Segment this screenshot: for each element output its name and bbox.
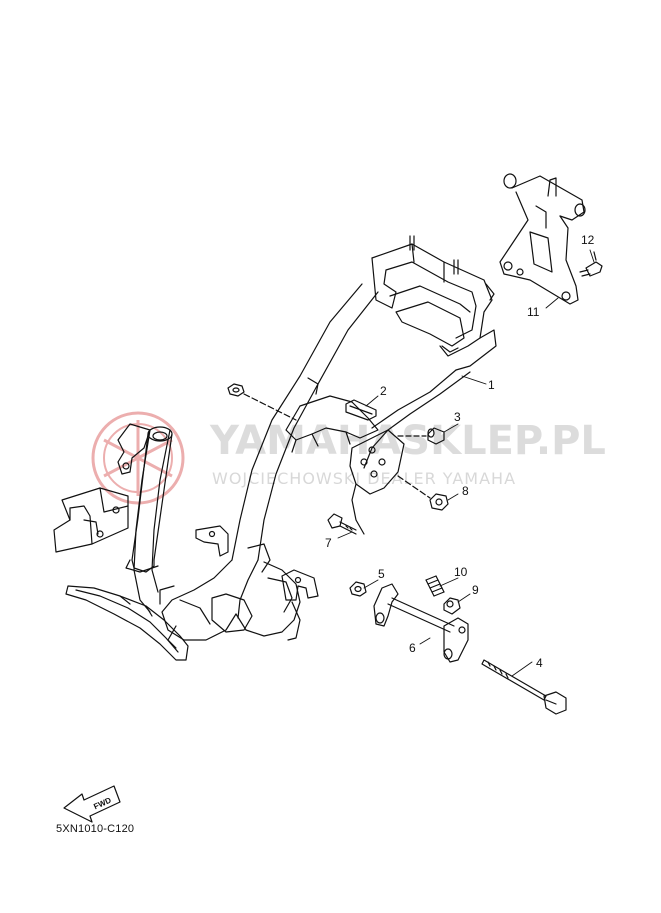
- callout-9: 9: [472, 583, 479, 597]
- stand-shaft-part-6[interactable]: [373, 583, 469, 663]
- callout-7: 7: [325, 536, 332, 550]
- callout-1: 1: [488, 378, 495, 392]
- callout-10: 10: [454, 565, 468, 579]
- callout-leaders: [337, 249, 595, 677]
- long-bolt-part-4[interactable]: [481, 659, 567, 715]
- callout-3: 3: [454, 410, 461, 424]
- bolt-part-12[interactable]: [579, 251, 603, 277]
- callout-12: 12: [581, 233, 595, 247]
- callout-2: 2: [380, 384, 387, 398]
- watermark: YAMAHASKLEP.PL WOJCIECHOWSKI DEALER YAMA…: [91, 411, 606, 505]
- fwd-arrow-icon: [63, 785, 121, 823]
- callout-5: 5: [378, 567, 385, 581]
- lower-reinforcement-plate[interactable]: [65, 585, 189, 661]
- diagram-code: 5XN1010-C120: [56, 823, 135, 835]
- callout-6: 6: [409, 641, 416, 655]
- callout-8: 8: [462, 484, 469, 498]
- collar-part-3[interactable]: [427, 427, 445, 445]
- nut-part-5[interactable]: [349, 581, 367, 597]
- plate-part-2[interactable]: [345, 399, 377, 421]
- callout-labels: 1 2 3 4 5 6 7 8 9 10 11 12 FWD: [92, 233, 594, 811]
- main-frame-part-1[interactable]: [125, 235, 497, 649]
- nut-left[interactable]: [227, 383, 245, 397]
- front-bracket[interactable]: [53, 487, 129, 553]
- leader-nut-left: [243, 393, 297, 421]
- callout-4: 4: [536, 656, 543, 670]
- nut-part-8[interactable]: [429, 493, 449, 511]
- yamaha-logo-watermark: [91, 411, 185, 505]
- head-pipe[interactable]: [117, 423, 173, 573]
- callout-11: 11: [527, 305, 540, 319]
- collar-part-9[interactable]: [443, 597, 461, 615]
- bolt-part-7[interactable]: [327, 513, 357, 535]
- leader-8: [397, 475, 431, 499]
- spring-part-10[interactable]: [425, 575, 445, 597]
- upper-bracket-part-11[interactable]: [499, 173, 586, 305]
- watermark-subtitle: WOJCIECHOWSKI DEALER YAMAHA: [212, 469, 516, 488]
- watermark-title: YAMAHASKLEP.PL: [209, 418, 606, 464]
